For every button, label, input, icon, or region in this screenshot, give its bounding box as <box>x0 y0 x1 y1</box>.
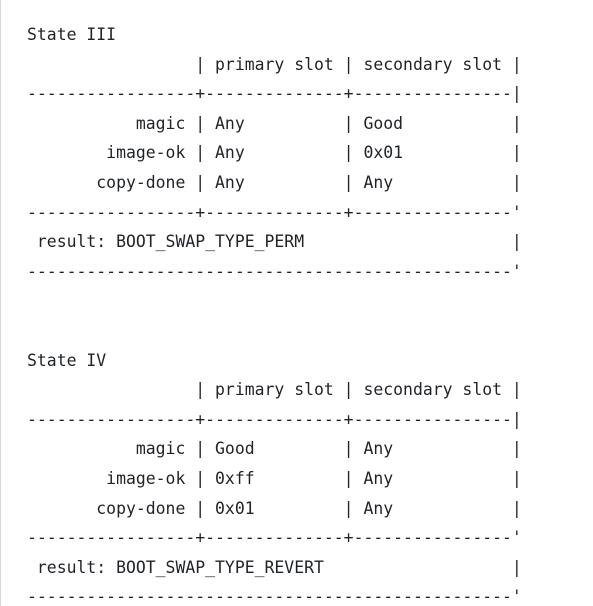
state-iv-header-row: | primary slot | secondary slot | <box>27 380 522 400</box>
state-iii-row-magic: magic | Any | Good | <box>27 113 522 133</box>
state-iv-row-copy-done: copy-done | 0x01 | Any | <box>27 498 522 518</box>
blank-line <box>27 316 522 346</box>
state-iii-divider: -----------------+--------------+-------… <box>27 84 522 104</box>
state-iii-footer-divider: ----------------------------------------… <box>27 261 522 281</box>
blank-line <box>27 286 522 316</box>
state-iv-divider: -----------------+--------------+-------… <box>27 409 522 429</box>
state-iv-row-image-ok: image-ok | 0xff | Any | <box>27 468 522 488</box>
state-iv-bottom-divider: -----------------+--------------+-------… <box>27 528 522 548</box>
state-iii-title: State III <box>27 25 117 44</box>
state-iii-header-row: | primary slot | secondary slot | <box>27 54 522 74</box>
state-iii-row-copy-done: copy-done | Any | Any | <box>27 172 522 192</box>
state-iv-title: State IV <box>27 350 107 370</box>
code-block: State III | primary slot | secondary slo… <box>27 20 522 606</box>
state-iii-bottom-divider: -----------------+--------------+-------… <box>27 202 522 222</box>
state-iii-row-image-ok: image-ok | Any | 0x01 | <box>27 143 522 163</box>
state-iii-result: result: BOOT_SWAP_TYPE_PERM | <box>27 232 522 252</box>
state-iv-row-magic: magic | Good | Any | <box>27 439 522 459</box>
state-iv-footer-divider: ----------------------------------------… <box>27 587 522 606</box>
state-iv-result: result: BOOT_SWAP_TYPE_REVERT | <box>27 557 522 577</box>
